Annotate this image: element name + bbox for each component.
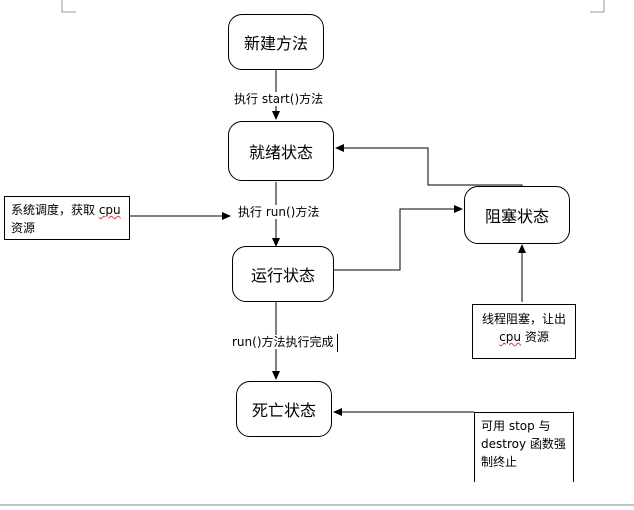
- edge-label-running-to-dead: run()方法执行完成: [232, 335, 334, 349]
- note-termination: 可用 stop 与 destroy 函数强 制终止: [474, 412, 574, 482]
- note-termination-line3: 制终止: [481, 455, 518, 469]
- note-blocking-line2: cpu 资源: [479, 328, 569, 346]
- node-running: 运行状态: [232, 246, 334, 302]
- note-blocking-cpu: cpu: [499, 330, 521, 344]
- node-dead-label: 死亡状态: [251, 401, 316, 420]
- note-scheduling: 系统调度，获取 cpu 资源: [4, 196, 130, 240]
- note-scheduling-line1: 系统调度，获取 cpu: [11, 201, 123, 219]
- note-blocking: 线程阻塞，让出 cpu 资源: [472, 304, 576, 359]
- node-new: 新建方法: [228, 14, 324, 70]
- note-blocking-suffix: 资源: [521, 330, 549, 344]
- node-blocked-label: 阻塞状态: [484, 207, 549, 226]
- arrow-blocked-to-ready: [335, 144, 523, 187]
- note-blocking-line1: 线程阻塞，让出: [481, 312, 566, 326]
- note-scheduling-line2: 资源: [11, 221, 36, 235]
- note-scheduling-prefix: 系统调度，获取: [11, 203, 99, 217]
- node-new-label: 新建方法: [243, 34, 308, 53]
- corner-mark-right: [590, 0, 605, 13]
- node-dead: 死亡状态: [236, 381, 332, 437]
- note-termination-line1: 可用 stop 与: [481, 419, 551, 433]
- node-ready-label: 就绪状态: [248, 143, 313, 162]
- arrow-running-to-blocked: [334, 205, 463, 271]
- node-running-label: 运行状态: [250, 266, 315, 285]
- edge-label-new-to-ready: 执行 start()方法: [234, 92, 324, 106]
- edge-label-ready-to-running: 执行 run()方法: [238, 205, 320, 219]
- corner-mark-left: [61, 0, 76, 13]
- note-scheduling-cpu: cpu: [98, 203, 121, 217]
- node-blocked: 阻塞状态: [464, 186, 570, 244]
- note-termination-line2: destroy 函数强: [481, 437, 566, 451]
- text-cursor: [337, 334, 338, 352]
- node-ready: 就绪状态: [228, 121, 334, 181]
